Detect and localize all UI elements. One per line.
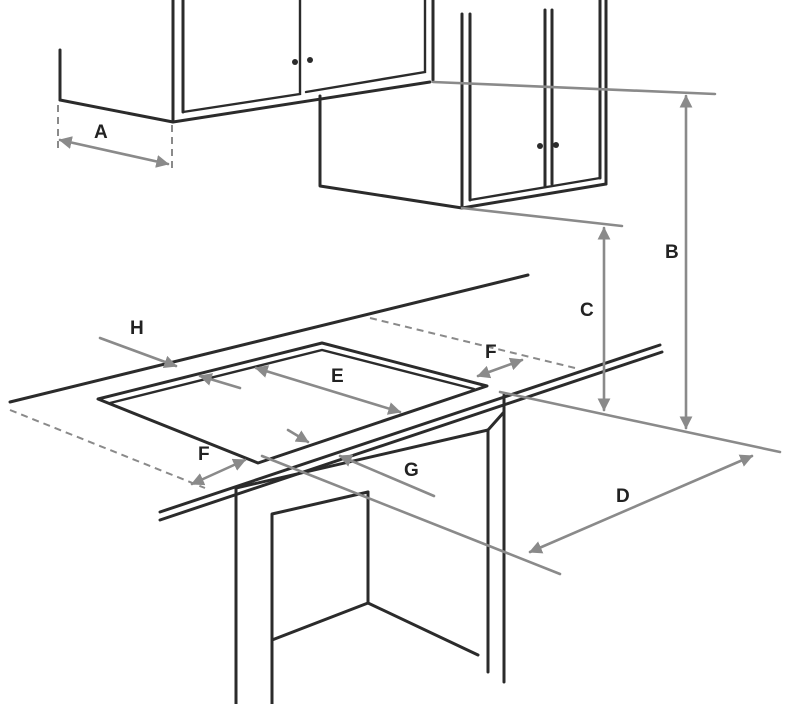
dimension-arrow-f-top bbox=[476, 357, 524, 379]
label-f-bottom: F bbox=[198, 444, 210, 465]
upper-cabinets bbox=[58, 0, 608, 210]
lower-cabinet bbox=[234, 393, 506, 704]
dimension-arrow-h bbox=[98, 336, 178, 369]
hob-cutout bbox=[96, 341, 489, 465]
label-b: B bbox=[665, 242, 679, 263]
door-knob-icon bbox=[307, 57, 313, 63]
dimension-arrow-e bbox=[254, 365, 402, 415]
door-knob-icon bbox=[553, 142, 559, 148]
label-f-top: F bbox=[485, 342, 497, 363]
label-a: A bbox=[94, 122, 108, 143]
door-knob-icon bbox=[537, 143, 543, 149]
dimension-arrow-g-right bbox=[338, 454, 436, 498]
dimension-arrow-e-tick bbox=[198, 373, 242, 390]
dimension-arrow-a bbox=[58, 136, 170, 168]
door-knob-icon bbox=[292, 59, 298, 65]
dimension-lines bbox=[57, 80, 782, 576]
label-g: G bbox=[404, 460, 419, 481]
dimension-arrow-d bbox=[528, 454, 754, 554]
label-e: E bbox=[331, 366, 344, 387]
dimension-arrow-g-left bbox=[286, 428, 310, 444]
label-h: H bbox=[130, 318, 144, 339]
dimension-labels: A B C D E F F G H bbox=[94, 122, 679, 507]
label-c: C bbox=[580, 300, 594, 321]
label-d: D bbox=[616, 486, 630, 507]
dimension-arrow-f-bottom bbox=[190, 458, 247, 486]
